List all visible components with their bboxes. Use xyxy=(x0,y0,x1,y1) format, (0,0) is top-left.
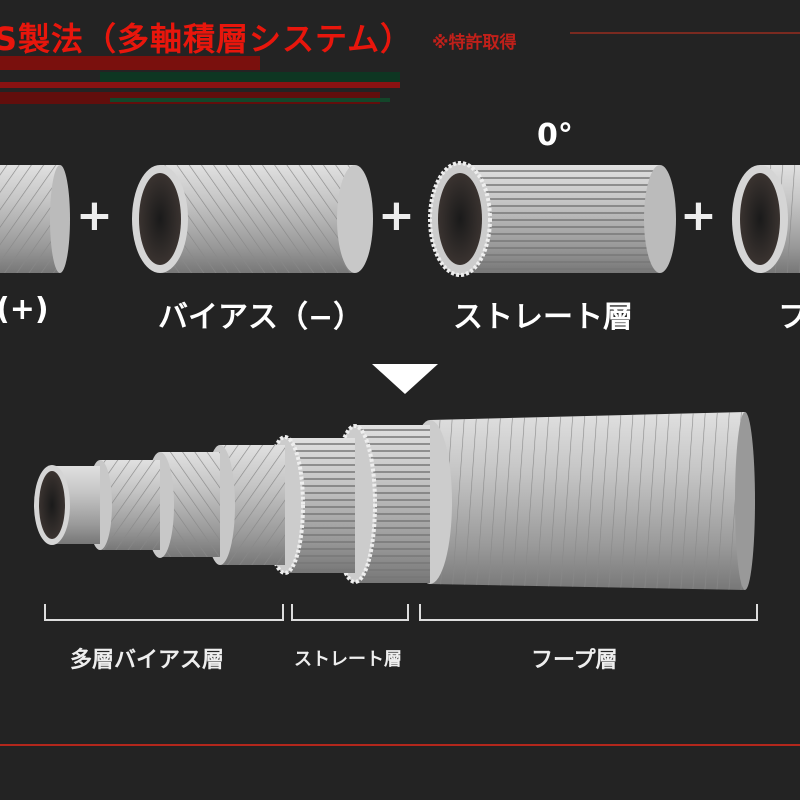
multilayer-bias-label: 多層バイアス層 xyxy=(70,648,225,673)
bias-minus-label: バイアス（−） xyxy=(158,300,364,335)
plus-sign: + xyxy=(378,190,415,241)
hoop-layer-label: フープ層 xyxy=(531,648,618,673)
header-divider xyxy=(570,32,800,34)
hoop-tube xyxy=(732,165,800,273)
hoop-label-cut: フ xyxy=(778,300,800,335)
down-arrow-icon xyxy=(372,364,438,394)
assembled-tube xyxy=(34,412,755,590)
patent-note: ※特許取得 xyxy=(432,33,517,53)
plus-sign: + xyxy=(680,190,717,241)
glitch-decoration xyxy=(0,56,400,104)
bias-plus-tube xyxy=(0,165,70,273)
straight-tube xyxy=(428,161,676,277)
bias-minus-tube xyxy=(132,165,373,273)
straight-layer-label: ストレート層 xyxy=(294,649,402,670)
straight-label: ストレート層 xyxy=(453,300,633,335)
plus-sign: + xyxy=(76,190,113,241)
bottom-divider xyxy=(0,744,800,746)
page-title: S製法（多軸積層システム） xyxy=(0,20,414,58)
bias-plus-label: (+) xyxy=(0,292,49,327)
section-brackets xyxy=(44,604,758,621)
angle-label: 0° xyxy=(537,118,573,153)
